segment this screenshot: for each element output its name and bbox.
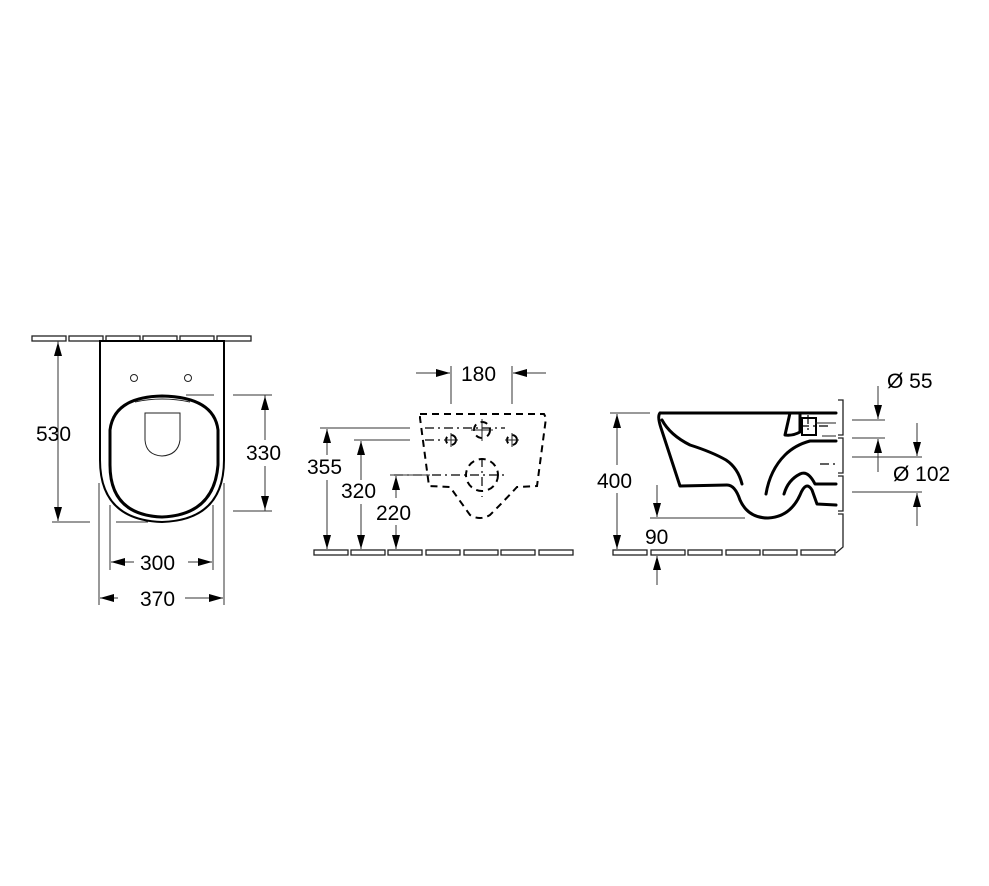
- bolt-hole-left: [130, 374, 138, 382]
- dim-320-label: 320: [341, 480, 376, 503]
- dim-inlet-diameter-label: Ø 55: [887, 370, 933, 393]
- top-view: 530 330 300 370: [31, 335, 281, 611]
- dim-330-label: 330: [246, 442, 281, 465]
- dim-530-label: 530: [36, 423, 71, 446]
- dim-370-label: 370: [140, 588, 175, 611]
- dim-300-label: 300: [140, 552, 175, 575]
- floor-tiles-side-view: [612, 549, 836, 556]
- dim-outlet-diameter-label: Ø 102: [893, 463, 950, 486]
- bolt-hole-right: [184, 374, 192, 382]
- floor-tiles-wall-view: [313, 549, 574, 556]
- bowl-opening: [144, 412, 181, 457]
- mounting-outline: [419, 413, 548, 519]
- dim-355-label: 355: [307, 456, 342, 479]
- wall-tiles-top: [31, 335, 252, 342]
- wall-segments: [835, 399, 844, 554]
- dim-220-label: 220: [376, 502, 411, 525]
- toilet-profile: [657, 411, 838, 520]
- dim-400-label: 400: [597, 470, 632, 493]
- dim-90-label: 90: [645, 526, 668, 549]
- wall-mount-view: 180 355 320 220: [307, 363, 574, 556]
- seat-ring: [108, 394, 220, 519]
- dim-180-label: 180: [461, 363, 496, 386]
- bowl-outline: [99, 340, 225, 524]
- side-view: 400 90 Ø 55 Ø 102: [597, 370, 950, 585]
